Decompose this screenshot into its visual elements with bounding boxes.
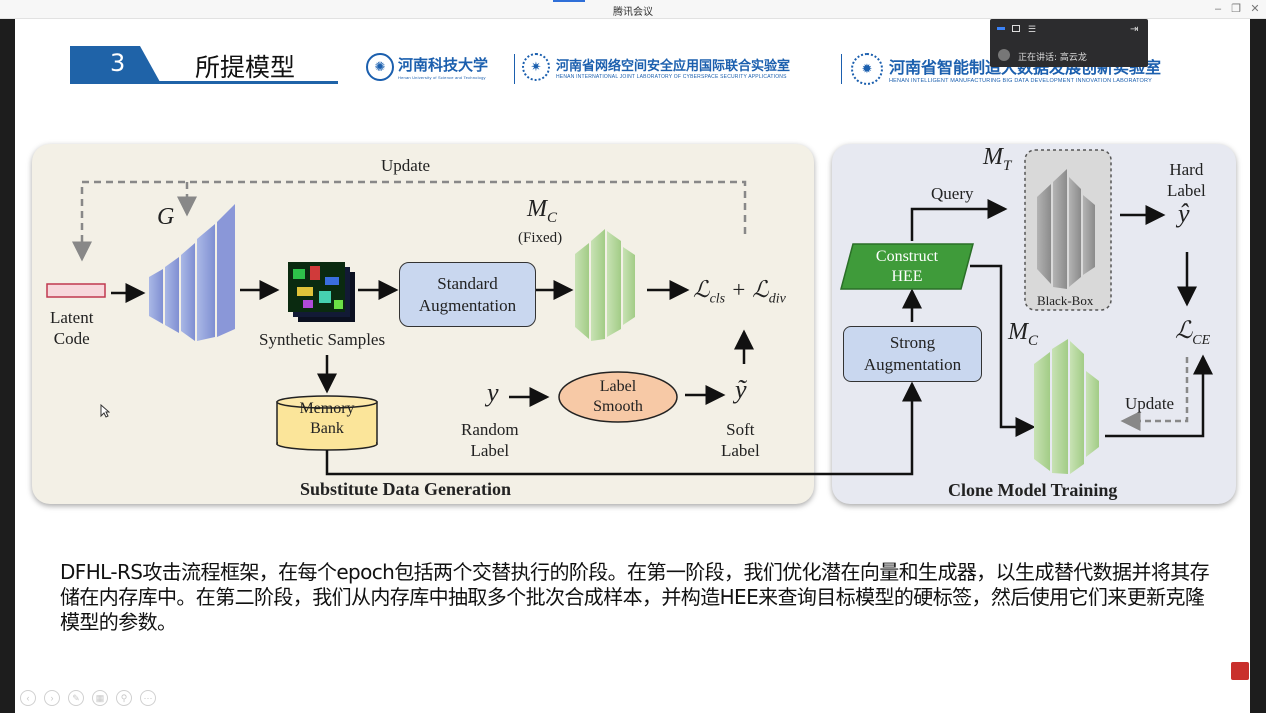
latent-code-label: Latent Code (50, 308, 94, 348)
slide-number-badge (70, 46, 160, 82)
zoom-icon[interactable]: ⚲ (116, 690, 132, 706)
logo-divider (514, 54, 515, 84)
synthetic-samples-image (288, 262, 355, 322)
logo-cyber-lab: ✷ 河南省网络空间安全应用国际联合实验室 HENAN INTERNATIONAL… (522, 53, 790, 81)
update-label-left: Update (381, 156, 431, 175)
clone-model-title: Clone Model Training (948, 480, 1118, 500)
construct-hee-shape (840, 243, 974, 290)
next-slide-icon[interactable]: › (44, 690, 60, 706)
update-label-right: Update (1125, 394, 1175, 413)
strong-augmentation-box: Strong Augmentation (843, 326, 982, 382)
window-title: 腾讯会议 (613, 7, 653, 18)
list-icon[interactable]: ☰ (1028, 24, 1037, 34)
random-label-text: Random Label (461, 420, 519, 460)
label-smooth-ellipse (558, 371, 678, 423)
logo-en: HENAN INTELLIGENT MANUFACTURING BIG DATA… (889, 78, 1152, 84)
substitute-data-title: Substitute Data Generation (300, 479, 511, 499)
pen-icon[interactable]: ✎ (68, 690, 84, 706)
y-hat-label: ŷ (1178, 199, 1190, 228)
minimize-icon[interactable]: – (1214, 3, 1222, 15)
loss-ce-label: ℒCE (1175, 318, 1211, 348)
y-tilde-label: ỹ (735, 375, 747, 404)
label-smooth-label: Label Smooth (593, 378, 643, 415)
mt-label: MT (983, 144, 1012, 174)
speaking-indicator: 正在讲话: 高云龙 (1018, 53, 1087, 63)
black-box-label: Black-Box (1037, 293, 1094, 308)
mc-clone-label: MC (1008, 319, 1039, 349)
query-label: Query (931, 184, 974, 203)
manufacturing-lab-icon: ✹ (851, 53, 883, 85)
logo-en: Henan University of Science and Technolo… (398, 75, 486, 80)
mouse-cursor-icon (100, 404, 110, 418)
record-icon[interactable] (1231, 662, 1249, 680)
logo-divider (841, 54, 842, 84)
standard-augmentation-box: Standard Augmentation (399, 262, 536, 327)
title-accent (553, 0, 585, 2)
speaker-avatar (998, 49, 1010, 61)
more-options-icon[interactable]: ⋯ (140, 690, 156, 706)
logo-hust: ✺ 河南科技大学 Henan University of Science and… (366, 53, 488, 81)
slide-caption: DFHL-RS攻击流程框架，在每个epoch包括两个交替执行的阶段。在第一阶段，… (60, 560, 1210, 634)
slide: 3 所提模型 ✺ 河南科技大学 Henan University of Scie… (15, 19, 1250, 713)
logo-en: HENAN INTERNATIONAL JOINT LABORATORY OF … (556, 73, 787, 80)
generator-label: G (157, 204, 175, 230)
window-mode-icon[interactable] (1012, 25, 1020, 32)
prev-slide-icon[interactable]: ‹ (20, 690, 36, 706)
minimize-panel-icon[interactable] (997, 27, 1005, 30)
fixed-label: (Fixed) (518, 230, 563, 246)
latent-code-shape (46, 283, 106, 298)
left-margin (0, 19, 15, 713)
heading-underline (70, 81, 338, 84)
logo-cn: 河南省网络空间安全应用国际联合实验室 (556, 58, 791, 74)
synthetic-samples-label: Synthetic Samples (259, 330, 386, 349)
restore-icon[interactable]: ❐ (1231, 3, 1241, 15)
mc-fixed-network-icon (575, 229, 635, 341)
loss-cls-div-label: ℒcls + ℒdiv (693, 277, 786, 307)
generator-network-icon (149, 204, 235, 341)
meeting-floating-panel: ☰ ⇥ 正在讲话: 高云龙 (990, 19, 1148, 67)
construct-hee-label: Construct HEE (875, 248, 939, 285)
close-icon[interactable]: ✕ (1250, 3, 1260, 15)
hard-label-text: Hard Label (1167, 160, 1206, 200)
soft-label-text: Soft Label (721, 420, 760, 460)
y-label: y (487, 378, 499, 407)
target-model-network-icon (1037, 169, 1095, 289)
window-titlebar: 腾讯会议 – ❐ ✕ (0, 0, 1266, 19)
memory-bank-label: Memory Bank (299, 400, 355, 437)
slide-heading: 所提模型 (195, 53, 296, 82)
cyber-lab-icon: ✷ (522, 53, 550, 81)
expand-panel-icon[interactable]: ⇥ (1130, 24, 1139, 35)
slides-grid-icon[interactable]: ▦ (92, 690, 108, 706)
right-margin (1250, 19, 1266, 713)
memory-bank-cylinder (276, 395, 378, 451)
diagram-arrows (46, 149, 1213, 476)
slide-number: 3 (110, 49, 126, 77)
logo-cn: 河南科技大学 (398, 56, 489, 74)
university-seal-icon: ✺ (366, 53, 394, 81)
mc-fixed-label: MC (527, 196, 558, 226)
mc-clone-network-icon (1034, 339, 1099, 474)
update-loop-left (72, 180, 747, 262)
